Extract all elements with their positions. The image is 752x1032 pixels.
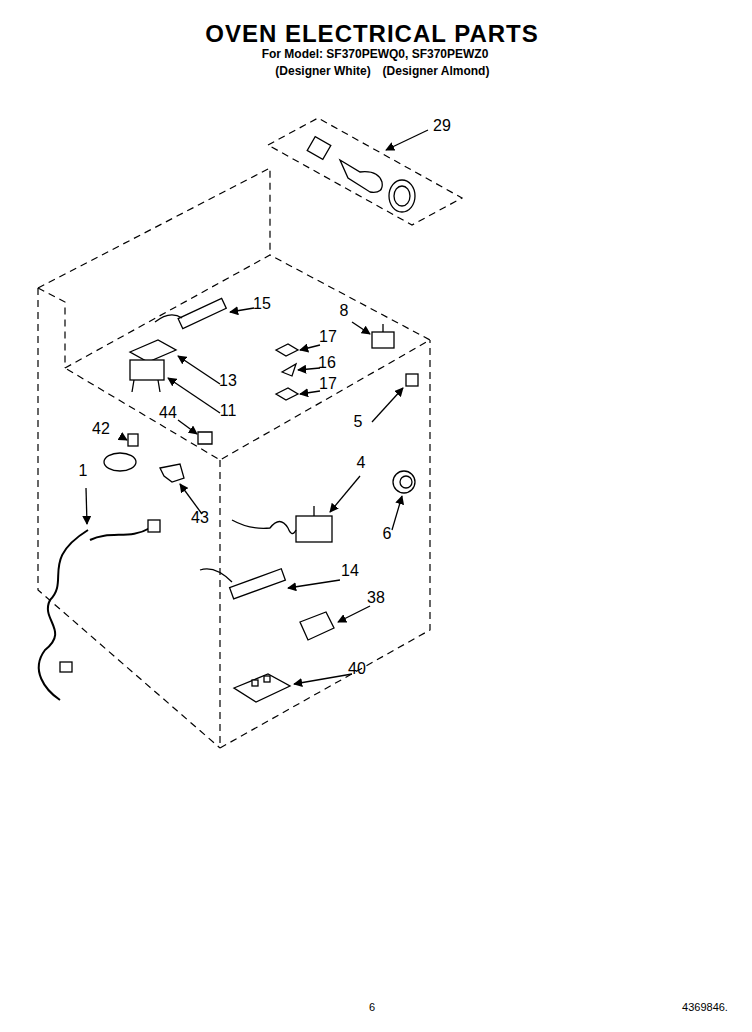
callout-number: 44 bbox=[159, 405, 177, 421]
document-number: 4369846. bbox=[682, 1002, 728, 1013]
callout-number: 14 bbox=[341, 563, 359, 579]
callout-number: 43 bbox=[191, 510, 209, 526]
callout-number: 11 bbox=[220, 403, 237, 419]
callout-number: 5 bbox=[354, 414, 363, 430]
callout-number: 29 bbox=[433, 118, 451, 134]
callout-number: 4 bbox=[357, 455, 366, 471]
model-line: For Model: SF370PEWQ0, SF370PEWZ0 bbox=[262, 48, 489, 60]
leader-arrows bbox=[86, 130, 428, 684]
color-name: (Designer White) bbox=[275, 65, 370, 77]
page-number: 6 bbox=[369, 1002, 375, 1013]
callout-number: 15 bbox=[253, 296, 271, 312]
callout-number: 16 bbox=[318, 355, 336, 371]
color-name: (Designer Almond) bbox=[383, 65, 490, 77]
callout-number: 42 bbox=[92, 421, 110, 437]
cabinet-outline bbox=[38, 168, 430, 748]
callout-number: 17 bbox=[319, 329, 337, 345]
lamp-group-box bbox=[268, 118, 462, 225]
callout-number: 13 bbox=[219, 373, 237, 389]
callout-number: 6 bbox=[383, 526, 392, 542]
page-title: OVEN ELECTRICAL PARTS bbox=[205, 22, 538, 46]
callout-number: 17 bbox=[319, 376, 337, 392]
callout-number: 1 bbox=[79, 463, 88, 479]
callout-number: 8 bbox=[340, 303, 349, 319]
callout-number: 40 bbox=[348, 661, 366, 677]
callout-number: 38 bbox=[367, 590, 385, 606]
part-shapes bbox=[39, 137, 418, 702]
